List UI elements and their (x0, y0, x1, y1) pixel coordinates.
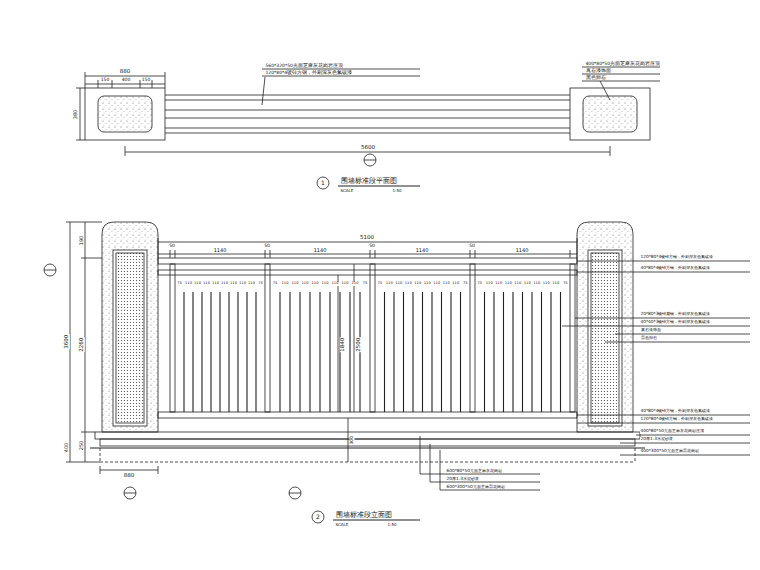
spacing-text: 75 (258, 282, 264, 286)
dimension-text: 400 (63, 442, 68, 453)
note-text: 真石漆饰面 (585, 69, 611, 74)
spacing-text: 110 (248, 282, 256, 286)
spacing-text: 110 (203, 282, 211, 286)
spacing-text: 75 (272, 282, 278, 286)
note-text: 40*80*4镀锌方钢，外刷深灰色氟碳漆 (640, 409, 711, 413)
dimension-text: 250 (78, 440, 83, 451)
dimension-text: 880 (123, 473, 135, 479)
scale-text: 1:50 (387, 523, 397, 527)
spacing-text: 110 (311, 282, 319, 286)
note-text: 560*320*50光面芝麻灰花岗岩压顶 (265, 64, 343, 69)
spacing-text: 110 (442, 282, 450, 286)
spacing-text: 75 (377, 282, 383, 286)
dimension-text: 1140 (415, 248, 429, 253)
note-text: 120*80*4镀锌方钢，外刷深灰色氟碳漆 (640, 417, 714, 421)
callout-number: 1 (321, 180, 326, 186)
note-text: 20厚1:3水泥砂浆 (446, 477, 479, 481)
dimension-text: 400 (121, 78, 131, 83)
note-text: 40*40*3镀锌方钢，外刷深灰色氟碳漆 (640, 320, 711, 324)
spacing-text: 110 (423, 282, 431, 286)
dimension-text: 880 (119, 69, 131, 75)
dimension-text: 5600 (361, 145, 376, 151)
dimension-text: 2500 (355, 338, 361, 353)
view-title: 围墙标准段立面图 (335, 512, 392, 519)
spacing-text: 110 (523, 282, 531, 286)
note-text: 黑色卵石 (585, 76, 606, 81)
spacing-text: 110 (452, 282, 460, 286)
dimension-text: 1840 (339, 338, 345, 353)
view-title: 围墙标准段平面图 (340, 178, 397, 185)
spacing-text: 75 (477, 282, 483, 286)
spacing-text: 110 (395, 282, 403, 286)
spacing-text: 110 (552, 282, 560, 286)
dimension-text: 1140 (213, 248, 227, 253)
spacing-text: 110 (542, 282, 550, 286)
note-text: 黑色卵石 (640, 336, 657, 340)
spacing-text: 110 (495, 282, 503, 286)
dimension-text: 2260 (78, 338, 84, 353)
dimension-text: 50 (369, 244, 376, 249)
spacing-text: 110 (414, 282, 422, 286)
spacing-text: 110 (514, 282, 522, 286)
dimension-text: 50 (264, 244, 271, 249)
note-text: 600*300*50光面芝麻黑花岗岩 (446, 485, 505, 489)
spacing-text: 110 (230, 282, 238, 286)
spacing-text: 110 (533, 282, 541, 286)
dimension-text: 190 (78, 235, 83, 246)
spacing-text: 110 (433, 282, 441, 286)
note-text: 120*80*4镀锌方钢，外刷深灰色氟碳漆 (265, 71, 353, 76)
note-text: 真石漆饰面 (640, 328, 661, 332)
spacing-text: 75 (177, 282, 183, 286)
dimension-text: 150 (100, 78, 110, 83)
spacing-text: 110 (185, 282, 193, 286)
dimension-text: 380 (72, 109, 77, 120)
callout-number: 2 (316, 514, 321, 520)
spacing-text: 110 (504, 282, 512, 286)
note-text: 20*80*3镀锌扁钢，外刷深灰色氟碳漆 (640, 312, 711, 316)
spacing-text: 110 (385, 282, 393, 286)
note-text: 20厚1:3水泥砂浆 (640, 437, 673, 441)
note-text: 400*300*50光面芝麻黑花岗岩 (640, 449, 699, 453)
dimension-text: 1140 (515, 248, 529, 253)
spacing-text: 75 (362, 282, 368, 286)
dimension-text: 1140 (313, 248, 327, 253)
dimension-text: 50 (469, 244, 476, 249)
dimension-text: 150 (141, 78, 151, 83)
spacing-text: 110 (281, 282, 289, 286)
dimension-text: 5100 (360, 235, 375, 241)
dimension-text: 3600 (63, 335, 69, 350)
spacing-text: 110 (341, 282, 349, 286)
spacing-text: 110 (331, 282, 339, 286)
spacing-text: 110 (301, 282, 309, 286)
spacing-text: 110 (321, 282, 329, 286)
note-text: 400*80*50光面芝麻灰花岗岩压顶 (640, 429, 704, 433)
note-text: 600*80*50光面芝麻灰花岗岩 (446, 469, 502, 473)
spacing-text: 110 (194, 282, 202, 286)
spacing-text: 110 (291, 282, 299, 286)
spacing-text: 110 (404, 282, 412, 286)
note-text: 400*80*50光面芝麻灰花岗岩压顶 (585, 62, 661, 67)
scale-text: 1:50 (392, 189, 402, 193)
spacing-text: 110 (221, 282, 229, 286)
spacing-text: 110 (485, 282, 493, 286)
spacing-text: 75 (462, 282, 468, 286)
scale-text: SCALE (340, 189, 354, 193)
note-text: 120*80*4镀锌方钢，外刷深灰色氟碳漆 (640, 255, 714, 259)
note-text: 40*80*4镀锌方钢，外刷深灰色氟碳漆 (640, 266, 711, 270)
dimension-text: 300 (350, 435, 355, 445)
spacing-text: 75 (562, 282, 568, 286)
spacing-text: 110 (212, 282, 220, 286)
spacing-text: 110 (351, 282, 359, 286)
dimension-text: 50 (169, 244, 176, 249)
scale-text: SCALE (335, 523, 349, 527)
spacing-text: 110 (239, 282, 247, 286)
